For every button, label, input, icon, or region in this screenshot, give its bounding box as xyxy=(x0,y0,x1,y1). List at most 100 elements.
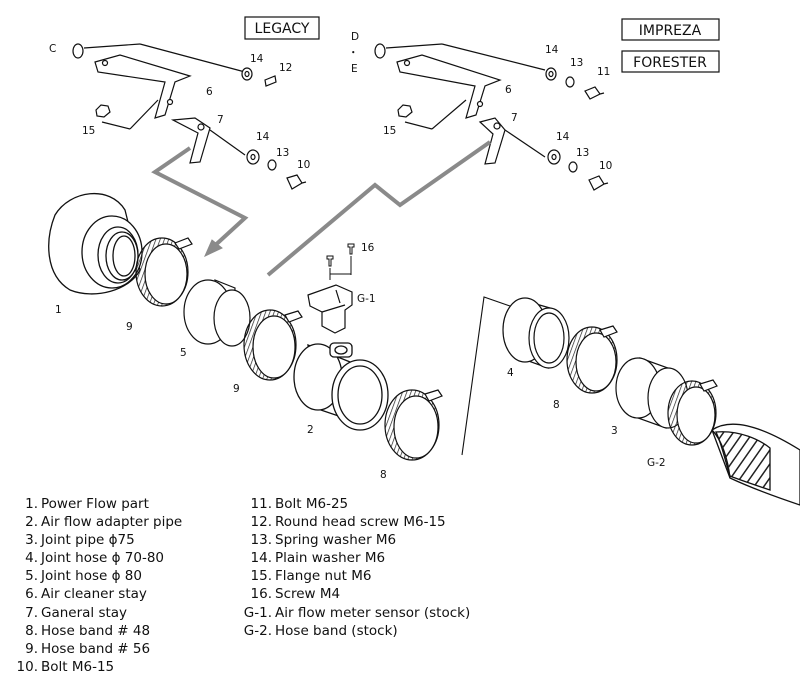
legend-item-number: 13. xyxy=(250,532,272,549)
legend-item: 7.Ganeral stay xyxy=(8,604,182,622)
spring-washer-impreza-top xyxy=(565,76,575,88)
legend-item-text: Flange nut M6 xyxy=(275,568,372,585)
impreza-bracket-group xyxy=(374,43,609,191)
impreza-location-line xyxy=(266,140,492,277)
mark-d: D xyxy=(351,31,359,43)
callout-4: 4 xyxy=(507,367,514,379)
legend-item-number: 1. xyxy=(25,496,38,512)
flange-nut-impreza xyxy=(397,104,413,118)
legend-item-text: Joint hose ϕ 70-80 xyxy=(41,550,165,567)
legend-item-number: G-1. xyxy=(243,604,272,621)
impreza-label: IMPREZA xyxy=(639,23,702,39)
callout-9-right: 9 xyxy=(233,383,240,395)
legend-item: 3.Joint pipe ϕ75 xyxy=(8,531,182,549)
legend-item: 2.Air flow adapter pipe xyxy=(8,513,182,531)
legacy-box: LEGACY xyxy=(244,16,320,40)
legend-item: 12.Round head screw M6-15 xyxy=(240,513,470,531)
legend-item-number: 4. xyxy=(25,550,38,567)
callout-2: 2 xyxy=(307,424,314,436)
screw-m4-pair xyxy=(326,243,355,280)
hose-band-56-left xyxy=(135,237,193,307)
callout-g2: G-2 xyxy=(647,457,666,469)
air-flow-adapter-pipe xyxy=(293,342,389,431)
legend-item-number: G-2. xyxy=(243,622,272,639)
group-leader-line xyxy=(461,296,511,456)
mark-c: C xyxy=(49,43,56,55)
legend-item: 5.Joint hose ϕ 80 xyxy=(8,567,182,585)
callout-14-legacy-top: 14 xyxy=(250,53,264,65)
legend-item: 4.Joint hose ϕ 70-80 xyxy=(8,549,182,567)
legend-item-number: 16. xyxy=(250,586,272,603)
joint-hose-80 xyxy=(183,279,251,347)
air-cleaner-stay-impreza xyxy=(396,54,502,119)
impreza-callouts: 14 13 11 6 15 7 14 13 10 xyxy=(383,44,612,172)
callout-6-legacy: 6 xyxy=(206,86,213,98)
legend-item-text: Hose band # 48 xyxy=(41,622,151,639)
joint-hose-70-80 xyxy=(502,297,570,369)
legend-item: 13.Spring washer M6 xyxy=(240,531,470,549)
legend-item-text: Spring washer M6 xyxy=(275,532,397,549)
callout-13-impreza-top: 13 xyxy=(570,57,583,69)
legend-item-number: 10. xyxy=(16,658,38,675)
legend-item: 16.Screw M4 xyxy=(240,585,470,603)
callout-7-impreza: 7 xyxy=(511,112,518,124)
legend-item-number: 12. xyxy=(250,514,272,531)
legend-item-text: Bolt M6-15 xyxy=(41,658,115,675)
legend-item-text: Round head screw M6-15 xyxy=(275,514,446,531)
legend-item-text: Air flow meter sensor (stock) xyxy=(275,604,471,621)
legend-item: 10.Bolt M6-15 xyxy=(8,658,182,676)
legend-item-text: Hose band (stock) xyxy=(275,622,398,639)
legacy-location-arrow xyxy=(151,146,249,252)
callout-14-impreza-bottom: 14 xyxy=(556,131,570,143)
legend-item: 1.Power Flow part xyxy=(8,495,182,513)
legend-item-text: Joint hose ϕ 80 xyxy=(41,568,142,585)
legacy-callouts: 14 12 6 15 7 14 13 10 xyxy=(82,53,310,171)
callout-3: 3 xyxy=(611,425,618,437)
air-cleaner-stay-legacy xyxy=(94,54,192,119)
legend-item-number: 6. xyxy=(25,586,38,603)
general-stay-impreza xyxy=(478,117,506,165)
legend-item-number: 9. xyxy=(25,640,38,657)
hose-band-48-right xyxy=(566,325,618,394)
bolt-impreza-top xyxy=(584,86,605,100)
callout-13-impreza-bottom: 13 xyxy=(576,147,589,159)
callout-5: 5 xyxy=(180,347,187,359)
callout-8-right: 8 xyxy=(553,399,560,411)
legend-item-text: Hose band # 56 xyxy=(41,640,151,657)
legend-item-number: 15. xyxy=(250,568,272,585)
callout-8-center: 8 xyxy=(380,469,387,481)
impreza-box: IMPREZA xyxy=(621,18,720,41)
mark-e: E xyxy=(351,63,358,75)
spring-washer-legacy xyxy=(267,159,277,171)
callout-11: 11 xyxy=(597,66,610,78)
legend-item: G-2.Hose band (stock) xyxy=(240,622,470,640)
legend-item-text: Ganeral stay xyxy=(41,604,128,621)
callout-1: 1 xyxy=(55,304,62,316)
legacy-label: LEGACY xyxy=(255,21,310,37)
legend-item: 8.Hose band # 48 xyxy=(8,622,182,640)
legend-item-number: 7. xyxy=(25,604,38,621)
callout-15-legacy: 15 xyxy=(82,125,95,137)
callout-10-impreza: 10 xyxy=(599,160,612,172)
legacy-bracket-group xyxy=(72,43,307,190)
hose-band-56-right xyxy=(243,309,303,381)
forester-label: FORESTER xyxy=(633,55,707,71)
forester-box: FORESTER xyxy=(621,50,720,73)
callout-10-legacy: 10 xyxy=(297,159,310,171)
legend-item-text: Bolt M6-25 xyxy=(275,496,349,512)
legend-item-text: Power Flow part xyxy=(41,496,149,512)
callout-14-impreza-top: 14 xyxy=(545,44,559,56)
legend-item: 6.Air cleaner stay xyxy=(8,585,182,603)
bolt-legacy xyxy=(286,174,307,190)
legend-item-number: 3. xyxy=(25,532,38,549)
callout-9-left: 9 xyxy=(126,321,133,333)
legend-item-text: Plain washer M6 xyxy=(275,550,386,567)
power-flow-part xyxy=(48,193,143,295)
legend-item-number: 8. xyxy=(25,622,38,639)
legend-item-number: 11. xyxy=(250,496,272,512)
callout-7-legacy: 7 xyxy=(217,114,224,126)
callout-g1: G-1 xyxy=(357,293,376,305)
